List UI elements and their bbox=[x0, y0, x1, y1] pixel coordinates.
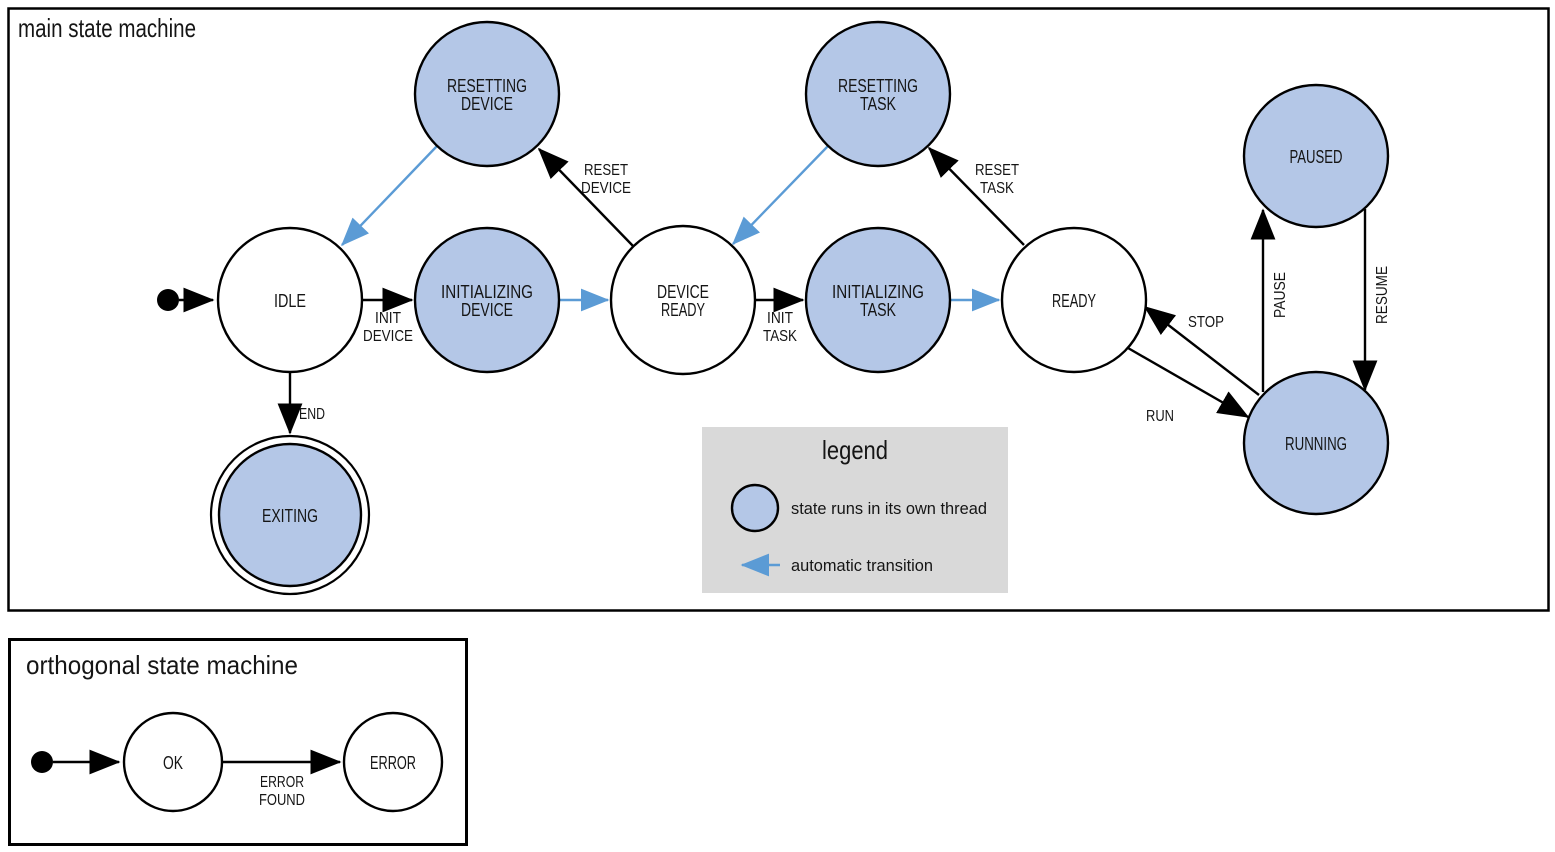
state-resetting-task bbox=[804, 20, 952, 168]
state-initializing-device-label-line2: DEVICE bbox=[461, 300, 513, 320]
state-idle-label: IDLE bbox=[274, 291, 306, 311]
legend: legend state runs in its own thread auto… bbox=[702, 427, 1008, 593]
state-initializing-device-label-line1: INITIALIZING bbox=[441, 282, 533, 302]
transition-resume-label: RESUME bbox=[1374, 266, 1391, 324]
state-resetting-device-label-line2: DEVICE bbox=[461, 94, 513, 114]
orthogonal-initial-state-dot bbox=[31, 751, 53, 773]
orthogonal-state-machine-title: orthogonal state machine bbox=[26, 650, 298, 680]
state-ready bbox=[1000, 226, 1148, 374]
transition-stop bbox=[1143, 306, 1260, 396]
transition-init-device-label-line2: DEVICE bbox=[363, 328, 413, 345]
legend-title: legend bbox=[822, 435, 888, 465]
transition-run bbox=[1127, 346, 1250, 419]
transition-error-found-label-line2: FOUND bbox=[259, 792, 305, 809]
state-error bbox=[342, 711, 444, 813]
state-resetting-task-label-line1: RESETTING bbox=[838, 76, 918, 96]
transition-reset-task bbox=[927, 146, 1025, 246]
transition-init-device-label-line1: INIT bbox=[375, 310, 401, 327]
legend-item-automatic-label: automatic transition bbox=[791, 556, 933, 575]
legend-threaded-state-icon bbox=[730, 483, 780, 533]
legend-item-threaded-label: state runs in its own thread bbox=[791, 499, 987, 518]
state-ready-label: READY bbox=[1052, 291, 1096, 311]
transition-init-task-label-line2: TASK bbox=[763, 328, 797, 345]
state-resetting-device bbox=[413, 20, 561, 168]
state-resetting-device-label-line1: RESETTING bbox=[447, 76, 527, 96]
state-resetting-task-label-line2: TASK bbox=[860, 94, 896, 114]
state-ok-label: OK bbox=[163, 753, 183, 773]
state-running-label: RUNNING bbox=[1285, 434, 1347, 454]
transition-end-label: END bbox=[299, 406, 325, 423]
transition-reset-task-label-line2: TASK bbox=[980, 180, 1014, 197]
transition-init-task-label-line1: INIT bbox=[767, 310, 793, 327]
state-paused bbox=[1242, 83, 1390, 229]
state-idle bbox=[216, 226, 364, 374]
state-initializing-task-label-line1: INITIALIZING bbox=[832, 282, 924, 302]
orthogonal-state-machine: orthogonal state machine OK ERROR FOUND … bbox=[8, 638, 468, 846]
initial-state-dot bbox=[157, 289, 179, 311]
main-state-machine-title: main state machine bbox=[18, 13, 196, 43]
transition-reset-device-label-line2: DEVICE bbox=[581, 180, 631, 197]
transition-auto-resetdevice-idle bbox=[341, 145, 438, 247]
transition-reset-task-label-line1: RESET bbox=[975, 162, 1019, 179]
state-running bbox=[1242, 370, 1390, 516]
transition-auto-resettask-deviceready bbox=[732, 145, 829, 246]
transition-error-found-label-line1: ERROR bbox=[260, 774, 304, 791]
state-device-ready bbox=[609, 224, 757, 376]
state-device-ready-label-line1: DEVICE bbox=[657, 282, 709, 302]
state-exiting-label: EXITING bbox=[262, 506, 318, 526]
state-device-ready-label-line2: READY bbox=[661, 300, 705, 320]
transition-stop-label: STOP bbox=[1188, 314, 1224, 331]
state-initializing-device bbox=[413, 226, 561, 374]
state-exiting bbox=[217, 442, 363, 588]
transition-reset-device bbox=[537, 147, 634, 247]
state-paused-label: PAUSED bbox=[1290, 147, 1343, 167]
state-initializing-task bbox=[804, 226, 952, 374]
transition-run-label: RUN bbox=[1146, 408, 1174, 425]
state-initializing-task-label-line2: TASK bbox=[860, 300, 896, 320]
transition-pause-label: PAUSE bbox=[1272, 272, 1289, 318]
state-error-label: ERROR bbox=[370, 753, 416, 773]
transition-reset-device-label-line1: RESET bbox=[584, 162, 628, 179]
